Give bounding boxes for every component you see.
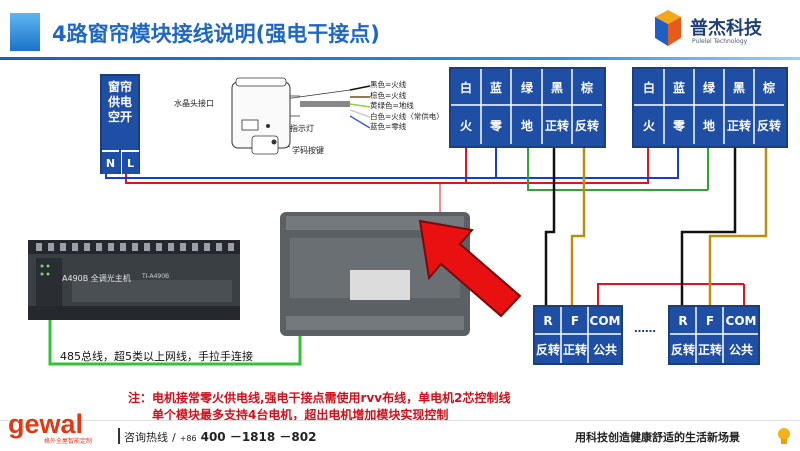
terminal-top-label: 黑 [550, 80, 563, 95]
wire-color-item: 棕色=火线 [370, 90, 407, 100]
bus-cable-note: 485总线，超5类以上网线，手拉手连接 [60, 350, 253, 363]
hotline: 咨询热线 / +86 400 －1818 －802 [124, 428, 316, 445]
terminal-top-label: 绿 [520, 80, 533, 95]
terminal-bottom-label: 零 [672, 119, 685, 133]
motor-terminal-bottom: 正转 [562, 343, 587, 357]
motor-terminal-bottom: 公共 [728, 343, 753, 357]
brand-name: 普杰科技 [690, 18, 762, 39]
terminal-top-label: 棕 [580, 80, 593, 95]
lightbulb-icon [778, 428, 790, 444]
wire-color-item: 黑色=火线 [370, 80, 407, 89]
wiring-note-1: 注：电机接常零火供电线,强电干接点需使用rvv布线，单电机2芯控制线 [128, 391, 511, 405]
wire-forward-2 [680, 146, 737, 306]
terminal-top-label: 白 [459, 80, 472, 95]
wire-reverse-1 [570, 146, 586, 306]
wire-reverse-2 [708, 146, 768, 306]
wire-forward-1 [544, 146, 556, 306]
motor-terminal-top: COM [589, 313, 621, 328]
wire-color-item: 白色=火线（常供电） [370, 111, 444, 121]
indicator-label: 指示灯 [290, 124, 314, 133]
terminal-top-label: 蓝 [489, 80, 502, 95]
wiring-note-2: 单个模块最多支持4台电机，超出电机增加模块实现控制 [152, 408, 449, 422]
wire-live [125, 146, 467, 184]
host-model-label-2: TI-A490B [142, 273, 170, 280]
terminal-top-label: 白 [642, 80, 655, 95]
attention-arrow-icon [418, 219, 522, 318]
wire-neutral-2 [496, 146, 679, 179]
terminal-top-label: 蓝 [672, 80, 685, 95]
curtain-power-breaker: 窗帘 供电 空开 N L [100, 74, 140, 174]
hotline-prefix: +86 [179, 434, 197, 443]
curtain-module-drawing [231, 77, 300, 155]
hotline-label: 咨询热线 [124, 431, 168, 444]
motor-terminal-bottom: 反转 [670, 343, 695, 357]
motor-terminal-top: R [543, 313, 553, 328]
terminal-bottom-label: 正转 [544, 119, 569, 133]
terminal-bottom-label: 反转 [574, 119, 599, 133]
host-model-label: A490B 全调光主机 [62, 274, 131, 283]
breaker-terminal-n: N [102, 150, 119, 174]
terminal-top-label: 黑 [732, 80, 745, 95]
motor-terminal-top: F [705, 313, 715, 328]
motor-terminal-bottom: 公共 [592, 343, 617, 357]
footer-bar [0, 420, 800, 451]
wire-neutral [105, 146, 497, 179]
title-accent [10, 13, 40, 51]
terminal-bottom-label: 地 [702, 119, 715, 133]
footer-divider [118, 428, 120, 444]
wire-live-2 [466, 146, 649, 184]
terminal-bottom-label: 正转 [726, 119, 751, 133]
terminal-bottom-label: 地 [520, 119, 533, 133]
motor-terminal-top: R [678, 313, 688, 328]
power-terminal-block-1: 白 蓝 绿 黑 棕 火 零 地 正转 反转 [449, 67, 606, 148]
motor-terminal-bottom: 正转 [697, 343, 722, 357]
hotline-number: 400 －1818 －802 [200, 430, 317, 444]
terminal-grid-lines [451, 69, 784, 144]
host-controller [28, 240, 240, 320]
crystal-port-label: 水晶头接口 [174, 99, 214, 108]
brand-english: Pulelel Technology [692, 38, 748, 45]
breaker-label-line: 供电 [107, 95, 132, 109]
bus-cable [48, 308, 302, 366]
terminal-top-label: 绿 [702, 80, 715, 95]
terminal-bottom-label: 火 [642, 119, 655, 133]
more-motors-ellipsis: …… [634, 322, 656, 335]
breaker-label-line: 窗帘 [107, 80, 132, 94]
motor-terminal-top: COM [725, 313, 757, 328]
wire-color-item: 黄绿色=地线 [370, 101, 414, 111]
footer-logo: gewal [8, 409, 84, 439]
breaker-label-line: 空开 [107, 110, 132, 124]
page-title: 4路窗帘模块接线说明(强电干接点) [52, 22, 380, 46]
terminal-bottom-label: 零 [489, 119, 502, 133]
title-underline [0, 57, 800, 60]
breaker-terminal-l: L [121, 150, 139, 174]
motor-terminal-block-1: R F COM 反转 正转 公共 [533, 305, 623, 365]
hotline-slash: / [172, 431, 176, 444]
motor-terminal-block-2: R F COM 反转 正转 公共 [668, 305, 760, 365]
terminal-top-label: 棕 [762, 80, 775, 95]
footer-logo-sub: 格外全屋智能定制 [44, 438, 93, 445]
power-terminal-block-2: 白 蓝 绿 黑 棕 火 零 地 正转 反转 [632, 67, 788, 148]
wire-common-1 [597, 283, 744, 306]
brand-logo-icon [655, 10, 681, 46]
motor-terminal-bottom: 反转 [535, 343, 560, 357]
wire-earth [527, 146, 708, 191]
terminal-bottom-label: 火 [459, 119, 472, 133]
footer-slogan: 用科技创造健康舒适的生活新场景 [575, 431, 740, 444]
learn-button-label: 学码按键 [292, 146, 324, 155]
motor-grid-lines [535, 307, 758, 363]
wire-color-legend: 黑色=火线 棕色=火线 黄绿色=地线 白色=火线（常供电） 蓝色=零线 [370, 80, 444, 133]
terminal-bottom-label: 反转 [756, 119, 781, 133]
motor-terminal-top: F [570, 313, 580, 328]
wire-color-item: 蓝色=零线 [370, 122, 407, 132]
